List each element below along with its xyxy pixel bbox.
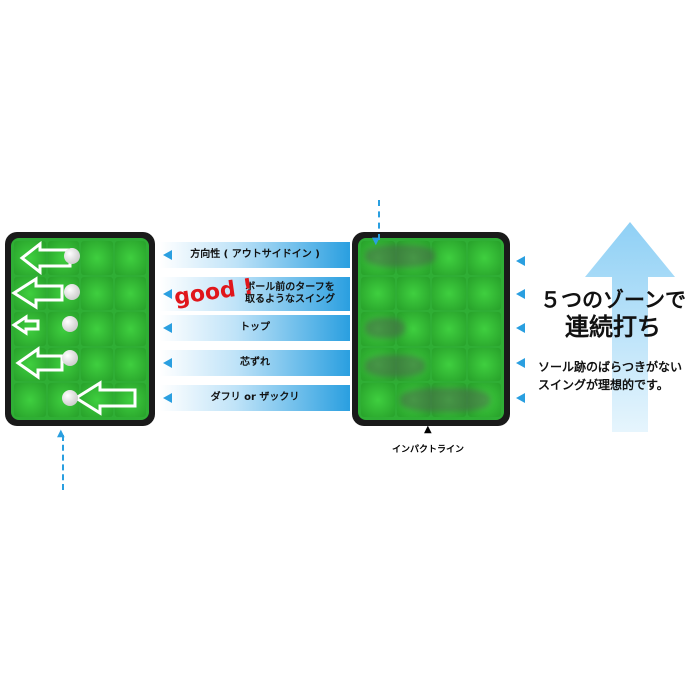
mat-cell — [467, 347, 501, 382]
pointer-icon — [163, 323, 172, 333]
arrow-up-icon: ▲ — [57, 428, 65, 439]
sole-mark — [365, 318, 405, 338]
subtext: ソール跡のばらつきがないスイングが理想的です。 — [538, 360, 683, 392]
pointer-icon — [516, 393, 525, 403]
mat-cell — [432, 276, 466, 311]
sole-mark — [365, 355, 425, 377]
zone-band: 方向性 ( アウトサイドイン ) — [160, 242, 350, 268]
mat-cell — [114, 241, 146, 275]
golf-ball — [62, 390, 78, 406]
golf-ball — [64, 248, 80, 264]
mat-cell — [432, 347, 466, 382]
mat-cell — [81, 276, 113, 311]
impact-line-label: インパクトライン — [392, 445, 465, 455]
dashed-arrow-up — [62, 435, 64, 490]
pointer-icon — [516, 323, 525, 333]
mat-cell — [432, 312, 466, 346]
pointer-icon — [163, 393, 172, 403]
arrow-icon — [15, 346, 64, 380]
dashed-arrow-down — [378, 200, 380, 240]
mat-cell — [361, 241, 395, 275]
zone-band: ダフリ or ザックリ — [160, 385, 350, 411]
zone-band: ボール前のターフを 取るようなスイング — [160, 277, 350, 311]
mat-cell — [396, 383, 430, 417]
mat-cell — [14, 383, 46, 417]
left-practice-mat — [5, 232, 155, 426]
pointer-icon — [516, 289, 525, 299]
mat-cell — [467, 383, 501, 417]
mat-cell — [396, 312, 430, 346]
arrow-icon — [73, 380, 137, 416]
mat-cell — [396, 276, 430, 311]
mat-cell — [467, 276, 501, 311]
arrow-icon — [11, 314, 40, 336]
mat-cell — [361, 347, 395, 382]
mat-cell — [81, 347, 113, 382]
zone-band: 芯ずれ — [160, 350, 350, 376]
zone-band: トップ — [160, 315, 350, 341]
mat-cell — [114, 276, 146, 311]
golf-ball — [64, 284, 80, 300]
pointer-icon — [163, 289, 172, 299]
mat-cell — [396, 347, 430, 382]
sole-mark — [400, 388, 490, 412]
mat-cell — [114, 312, 146, 346]
mat-cell — [361, 383, 395, 417]
mat-cell — [361, 312, 395, 346]
mat-cell — [467, 241, 501, 275]
mat-cell — [81, 241, 113, 275]
arrow-up-icon: ▲ — [424, 424, 432, 435]
headline: ５つのゾーンで連続打ち — [540, 288, 686, 342]
mat-cell — [361, 276, 395, 311]
big-up-arrow-icon — [585, 222, 675, 432]
pointer-icon — [163, 358, 172, 368]
pointer-icon — [163, 250, 172, 260]
mat-cell — [114, 347, 146, 382]
arrow-down-icon: ▼ — [372, 236, 380, 247]
right-practice-mat — [352, 232, 510, 426]
arrow-icon — [11, 276, 64, 310]
golf-ball — [62, 316, 78, 332]
golf-ball — [62, 350, 78, 366]
mat-cell — [432, 241, 466, 275]
mat-cell — [396, 241, 430, 275]
pointer-icon — [516, 256, 525, 266]
arrow-icon — [19, 240, 72, 276]
swing-arrows — [11, 240, 137, 416]
mat-cell — [81, 312, 113, 346]
mat-cell — [432, 383, 466, 417]
pointer-icon — [516, 358, 525, 368]
mat-cell — [467, 312, 501, 346]
sole-mark — [365, 245, 435, 267]
